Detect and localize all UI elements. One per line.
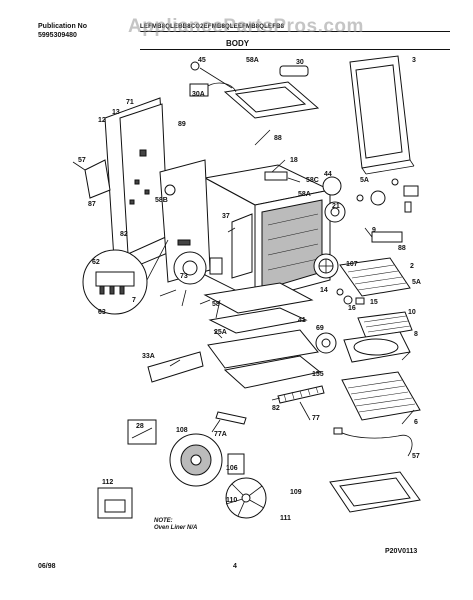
part-label: 88 [274, 135, 282, 142]
door-panel-part [349, 55, 415, 175]
fan-grill-part [313, 253, 339, 279]
section-title-rule [140, 49, 450, 50]
part-label: 5A [360, 177, 369, 184]
oven-rack-part [341, 371, 421, 421]
small-fitting-parts [324, 194, 403, 243]
part-label: 112 [102, 479, 113, 486]
part-label: 9 [372, 227, 376, 234]
oven-body-part [203, 164, 332, 301]
watermark-text: AppliancePartsPros.com [128, 16, 364, 37]
part-label: 82 [272, 405, 280, 412]
switch-assembly-part [82, 239, 169, 315]
part-label: 58A [298, 191, 311, 198]
part-label: 111 [280, 515, 291, 522]
hardware-parts [336, 288, 365, 305]
part-label: 82 [120, 231, 128, 238]
part-label: 87 [88, 201, 96, 208]
part-label: 110 [226, 497, 237, 504]
part-label: 21 [332, 203, 340, 210]
part-label: 107 [346, 261, 358, 268]
note-text: Oven Liner N/A [154, 525, 198, 531]
part-label: 71 [126, 99, 134, 106]
part-label: 41 [298, 317, 306, 324]
part-label: 73 [180, 273, 188, 280]
section-title: BODY [226, 39, 250, 48]
broil-pan-part [343, 311, 413, 363]
part-label: 77 [312, 415, 320, 422]
part-label: 69 [316, 325, 324, 332]
part-label: 62 [92, 259, 100, 266]
part-label: 33A [142, 353, 155, 360]
diagram-note: NOTE: Oven Liner N/A [154, 518, 197, 532]
vent-strip-part [277, 385, 325, 404]
page-number: 4 [233, 563, 237, 570]
part-label: 58B [155, 197, 168, 204]
part-label: 57 [78, 157, 86, 164]
part-label: 58 [212, 301, 220, 308]
part-label: 89 [178, 121, 186, 128]
part-label: 44 [324, 171, 332, 178]
bracket-strip-part [215, 411, 247, 425]
part-label: 88 [398, 245, 406, 252]
part-label: 3 [412, 57, 416, 64]
side-panel-part [72, 97, 171, 276]
part-label: 77A [214, 431, 227, 438]
part-label: 30A [192, 91, 205, 98]
publication-number: 5995309480 [38, 32, 77, 39]
header-rule [140, 31, 450, 32]
part-label: 57 [412, 453, 420, 460]
part-label: 13 [112, 109, 120, 116]
element-wire-part [333, 427, 413, 457]
part-label: 12 [98, 117, 106, 124]
part-label: 6 [414, 419, 418, 426]
part-label: 45 [198, 57, 206, 64]
part-label: 58A [246, 57, 259, 64]
trim-strip-part [147, 351, 204, 383]
part-label: 58C [306, 177, 319, 184]
part-label: 10 [408, 309, 416, 316]
footer-date: 06/98 [38, 563, 56, 570]
part-label: 18 [290, 157, 298, 164]
terminal-block-part [97, 487, 133, 519]
part-label: 108 [176, 427, 188, 434]
floor-panel-part [207, 329, 322, 389]
leader-lines [159, 129, 415, 433]
fan-blade-part [225, 477, 267, 519]
bottom-tray-part [203, 282, 314, 334]
part-label: 37 [222, 213, 230, 220]
part-label: 7 [132, 297, 136, 304]
part-label: 5A [412, 279, 421, 286]
gasket-disc-part [315, 332, 337, 354]
part-label: 106 [226, 465, 238, 472]
part-label: 30 [296, 59, 304, 66]
part-label: 8 [414, 331, 418, 338]
part-label: 63 [98, 309, 106, 316]
cover-part [127, 419, 157, 445]
model-list: LEFMB8QLEBB8CO2EFMB8QLEEFMB8QLEFB8 [140, 24, 285, 30]
part-label: 28 [136, 423, 144, 430]
figure-code: P20V0113 [385, 548, 418, 555]
drip-tray-part [329, 471, 421, 513]
part-label: 2 [410, 263, 414, 270]
broiler-rack-part [339, 257, 411, 297]
part-label: 25A [214, 329, 227, 336]
convection-motor-part [169, 433, 245, 487]
part-label: 15 [370, 299, 378, 306]
part-label: 155 [312, 371, 324, 378]
top-panel-part [189, 61, 320, 119]
part-label: 14 [320, 287, 328, 294]
round-plate-part [173, 251, 223, 285]
part-label: 16 [348, 305, 356, 312]
knob-parts [322, 176, 419, 213]
part-label: 109 [290, 489, 302, 496]
publication-label: Publication No [38, 23, 87, 30]
note-heading: NOTE: [154, 518, 173, 524]
